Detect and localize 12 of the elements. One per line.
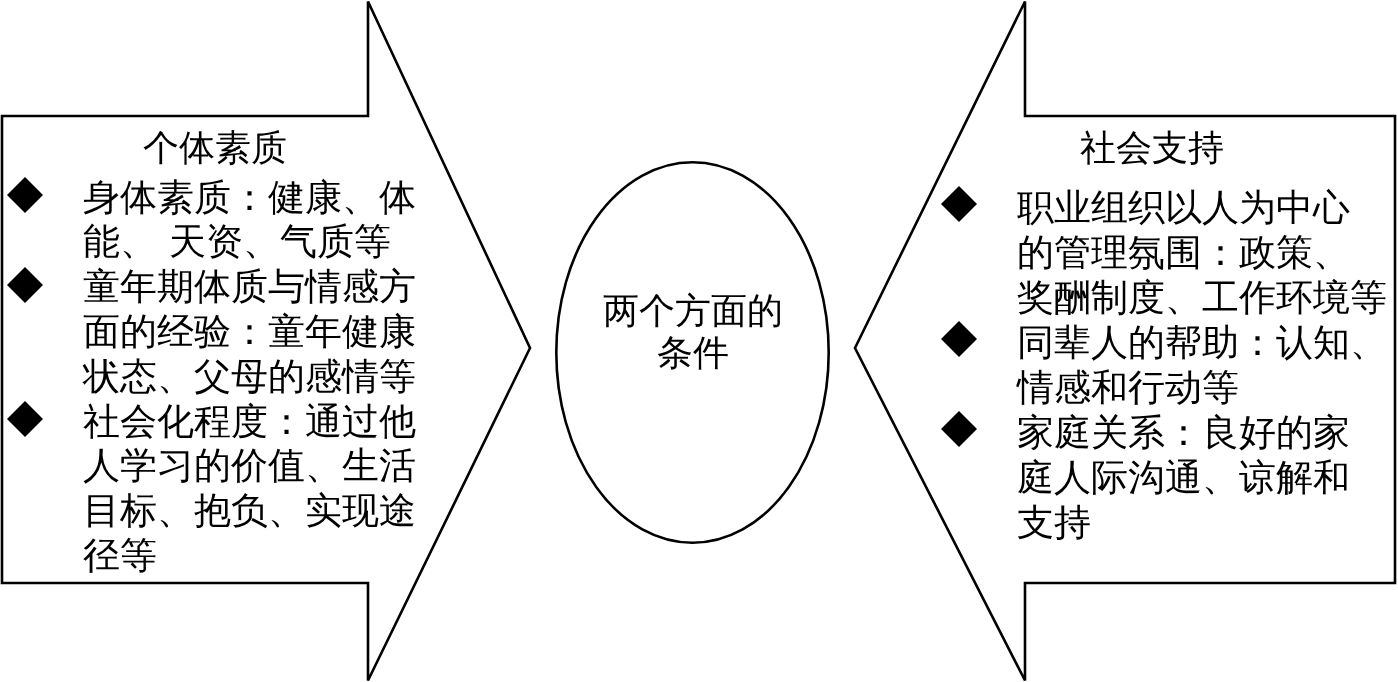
label: 两个方面的条件 <box>602 290 783 374</box>
ellipse <box>555 161 830 544</box>
block-arrow <box>853 0 1398 682</box>
list-item: 家庭关系：良好的家庭人际沟通、谅解和支持 <box>1017 409 1350 545</box>
list-item: 童年期体质与情感方面的经验：童年健康状态、父母的感情等 <box>83 265 416 400</box>
heading: 社会支持 <box>1080 125 1224 170</box>
list-item: 职业组织以人为中心的管理氛围：政策、奖酬制度、工作环境等 <box>1017 184 1387 320</box>
list-item: 同辈人的帮助：认知、情感和行动等 <box>1017 319 1387 410</box>
list-item: 社会化程度：通过他人学习的价值、生活目标、抱负、实现途径等 <box>83 399 416 579</box>
list-item: 身体素质：健康、体能、 天资、气质等 <box>83 175 416 266</box>
block-arrow <box>0 0 533 682</box>
heading: 个体素质 <box>143 125 287 170</box>
